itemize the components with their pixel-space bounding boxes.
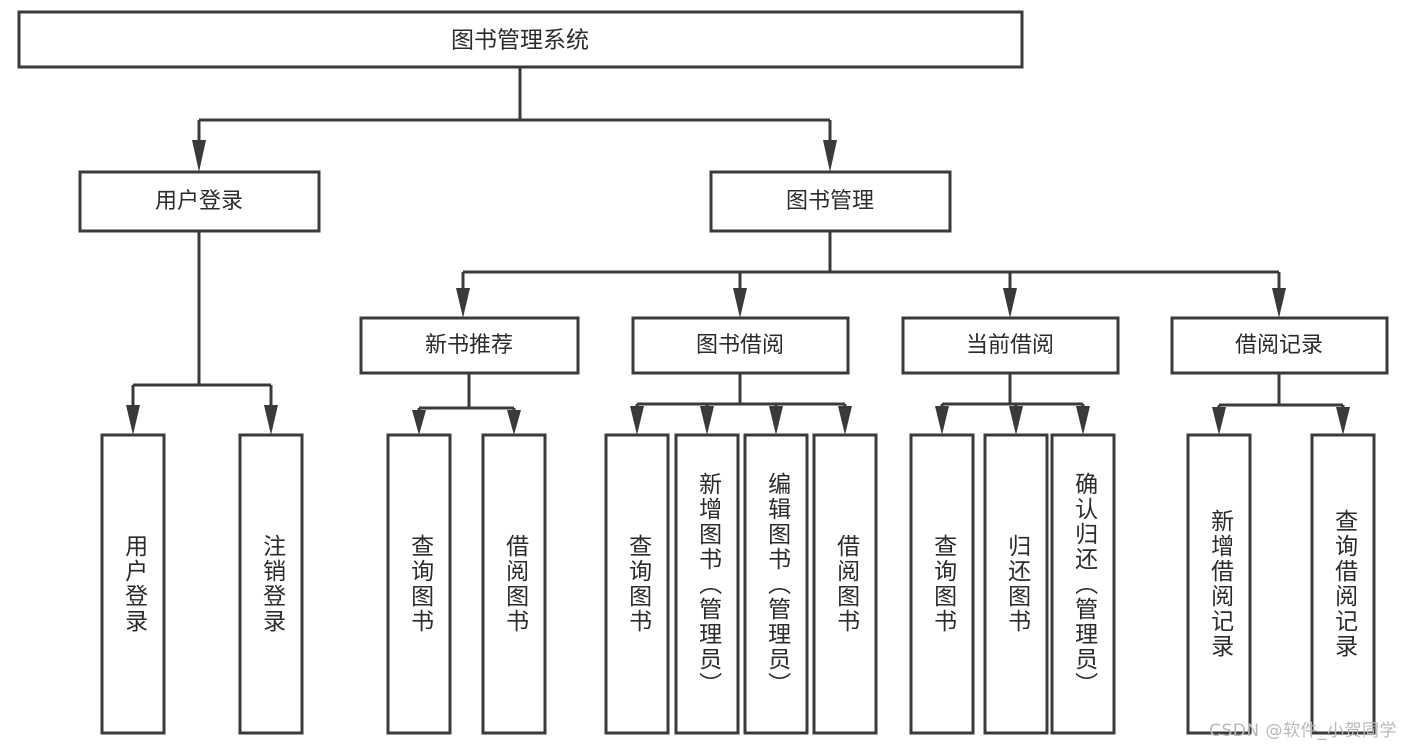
node-book-borrow-box[interactable] (631, 316, 850, 375)
arrowhead-borrow-record (1272, 288, 1286, 318)
node-root[interactable]: 图书管理系统 (17, 10, 1024, 69)
node-new-book-recommend[interactable]: 新书推荐 (359, 316, 580, 375)
node-root-box[interactable] (17, 10, 1024, 69)
node-leaf-query-book-recommend-box[interactable] (386, 433, 452, 735)
arrowhead-leaf-add-borrow-record (1212, 407, 1226, 435)
arrowhead-leaf-edit-book (769, 406, 783, 435)
node-leaf-logout-box[interactable] (238, 433, 304, 735)
arrowhead-leaf-borrow-book-recommend (507, 410, 521, 435)
leaf-boxes (100, 433, 1376, 735)
arrowhead-leaf-query-book-borrow (630, 406, 644, 435)
node-book-borrow[interactable]: 图书借阅 (631, 316, 850, 375)
node-user-login-label: 用户登录 (155, 189, 243, 214)
arrowhead-book-management (823, 140, 837, 172)
node-leaf-borrow-book-box[interactable] (812, 433, 878, 735)
node-leaf-user-login-box[interactable] (100, 433, 166, 735)
arrowhead-leaf-add-book (700, 406, 714, 435)
node-new-book-recommend-label: 新书推荐 (425, 333, 513, 358)
arrowhead-current-borrow (1003, 288, 1017, 318)
arrowhead-leaf-confirm-return (1076, 406, 1090, 435)
node-leaf-add-book-box[interactable] (674, 433, 740, 735)
arrowhead-user-login (192, 140, 206, 172)
node-leaf-borrow-book-recommend-box[interactable] (481, 433, 547, 735)
node-leaf-return-book-box[interactable] (983, 433, 1049, 735)
arrowhead-leaf-query-book-current (935, 406, 949, 435)
node-book-management-label: 图书管理 (786, 189, 874, 214)
node-borrow-record[interactable]: 借阅记录 (1170, 316, 1389, 375)
arrowhead-leaf-query-book-recommend (412, 410, 426, 435)
node-leaf-add-borrow-record-box[interactable] (1186, 433, 1252, 735)
arrowhead-leaf-logout (264, 405, 278, 435)
node-borrow-record-label: 借阅记录 (1235, 333, 1323, 358)
node-book-management-box[interactable] (709, 170, 952, 233)
arrowhead-new-book-recommend (456, 288, 470, 318)
node-new-book-recommend-box[interactable] (359, 316, 580, 375)
node-current-borrow-box[interactable] (901, 316, 1120, 375)
node-leaf-confirm-return-box[interactable] (1050, 433, 1116, 735)
node-user-login[interactable]: 用户登录 (78, 170, 321, 233)
node-root-label: 图书管理系统 (451, 28, 589, 54)
node-current-borrow-label: 当前借阅 (966, 333, 1054, 358)
node-leaf-edit-book-box[interactable] (743, 433, 809, 735)
arrowhead-leaf-borrow-book (838, 406, 852, 435)
node-current-borrow[interactable]: 当前借阅 (901, 316, 1120, 375)
node-leaf-query-book-current-box[interactable] (909, 433, 975, 735)
arrowhead-book-borrow (733, 288, 747, 318)
arrowhead-leaf-query-borrow-record (1336, 407, 1350, 435)
csdn-watermark: CSDN @软件_小贺同学 (1209, 721, 1397, 741)
node-user-login-box[interactable] (78, 170, 321, 233)
node-book-management[interactable]: 图书管理 (709, 170, 952, 233)
node-leaf-query-borrow-record-box[interactable] (1310, 433, 1376, 735)
arrowhead-leaf-user-login (126, 405, 140, 435)
arrowhead-leaf-return-book (1009, 406, 1023, 435)
node-borrow-record-box[interactable] (1170, 316, 1389, 375)
node-book-borrow-label: 图书借阅 (696, 333, 784, 358)
connector-group (126, 67, 1350, 435)
node-leaf-query-book-borrow-box[interactable] (604, 433, 670, 735)
